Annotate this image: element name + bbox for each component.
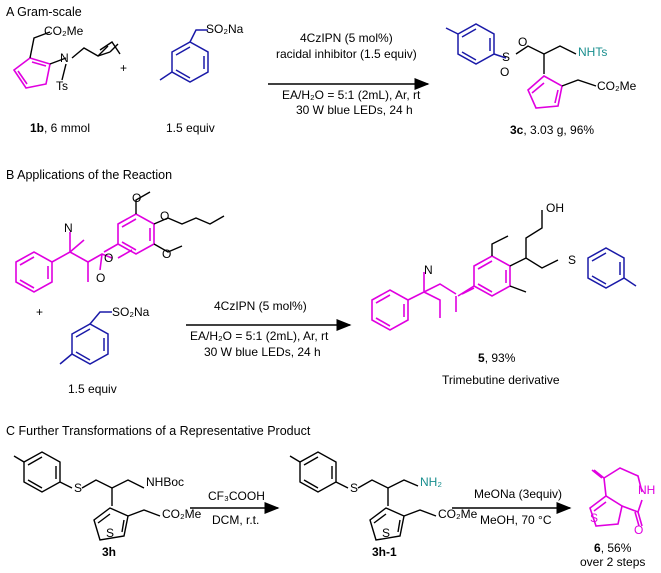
product-3c-oxygen-1: O <box>518 35 528 49</box>
condition-a-inhibitor: racidal inhibitor (1.5 equiv) <box>276 47 417 61</box>
butenyloxy-oxygen: O <box>160 209 170 223</box>
compound-3h-ester: CO₂Me <box>162 507 202 521</box>
methoxy-oxygen-1: O <box>132 191 142 205</box>
compound-3h-1-label: 3h-1 <box>372 545 397 559</box>
sulfinate-equiv-a: 1.5 equiv <box>166 121 215 135</box>
compound-3h-1-sulfur: S <box>350 481 359 495</box>
compound-6-caption: 6, 56% <box>594 541 632 555</box>
nhboc-label: NHBoc <box>146 475 185 489</box>
trimebutine-phenyl <box>15 232 133 293</box>
condition-a-catalyst: 4CzIPN (5 mol%) <box>300 31 393 45</box>
product-5-hydroxyl: OH <box>546 201 564 215</box>
amine-label: NH₂ <box>420 475 442 489</box>
product-5-sulfur: S <box>568 253 577 267</box>
condition-c2-solvent: MeOH, 70 °C <box>480 513 552 527</box>
product-5-name: Trimebutine derivative <box>442 373 560 387</box>
nitrogen-label-1b: N <box>60 51 69 65</box>
section-c-title: C Further Transformations of a Represent… <box>6 424 311 438</box>
compound-6-structure <box>589 467 643 527</box>
lactam-nh-label: NH <box>638 483 656 497</box>
plus-sign-b: + <box>36 305 44 319</box>
condition-b-catalyst: 4CzIPN (5 mol%) <box>214 299 307 313</box>
product-3c-nhts-label: NHTs <box>578 45 608 59</box>
compound-3h-1-tolyl <box>289 451 437 541</box>
condition-c1-acid: CF₃COOH <box>208 489 265 503</box>
carbonyl-oxygen-label: O <box>96 271 106 285</box>
condition-b-solvent: EA/H₂O = 5:1 (2mL), Ar, rt <box>190 329 329 343</box>
compound-6-note: over 2 steps <box>580 555 646 569</box>
condition-a-light: 30 W blue LEDs, 24 h <box>296 103 413 117</box>
section-b-title: B Applications of the Reaction <box>6 168 173 182</box>
lactam-oxygen: O <box>634 523 644 537</box>
product-3c-tolyl <box>445 23 507 65</box>
product-5-phenyl <box>371 272 475 331</box>
plus-sign-a: + <box>120 61 128 75</box>
product-5-tolyl <box>587 247 637 289</box>
condition-c1-solvent: DCM, r.t. <box>212 513 260 527</box>
section-a-title: A Gram-scale <box>6 5 82 19</box>
thiophene-1b-structure <box>12 57 51 89</box>
product-3c-sulfur: S <box>502 50 511 64</box>
compound-3h-sulfur: S <box>74 481 83 495</box>
product-5-aryl <box>455 255 511 312</box>
methoxy-oxygen-2: O <box>162 247 172 261</box>
product-5-nme2-nitrogen: N <box>424 263 433 277</box>
condition-b-light: 30 W blue LEDs, 24 h <box>204 345 321 359</box>
ester-oxygen-label: O <box>104 251 114 265</box>
sulfinate-equiv-b: 1.5 equiv <box>68 382 117 396</box>
tosyl-label-1b: Ts <box>56 79 68 93</box>
condition-a-solvent: EA/H₂O = 5:1 (2mL), Ar, rt <box>282 88 421 102</box>
compound-3h-1-thiophene-sulfur: S <box>382 526 391 540</box>
compound-3h-label: 3h <box>102 545 117 559</box>
product-3c-ester-label: CO₂Me <box>597 79 637 93</box>
compound-6-sulfur: S <box>590 511 599 525</box>
product-3c-oxygen-2: O <box>500 65 510 79</box>
ester-label-1b: CO₂Me <box>44 24 84 38</box>
product-3c-caption: 3c, 3.03 g, 96% <box>510 123 595 137</box>
nme2-nitrogen-label: N <box>64 221 73 235</box>
compound-3h-tolyl <box>13 451 161 541</box>
compound-3h-thiophene-sulfur: S <box>106 526 115 540</box>
product-3c-thiophene <box>527 75 563 109</box>
sulfinate-label-a: SO₂Na <box>206 22 244 36</box>
compound-3h-1-ester: CO₂Me <box>438 507 478 521</box>
condition-c2-base: MeONa (3equiv) <box>474 487 563 501</box>
compound-1b-label: 1b, 6 mmol <box>30 121 91 135</box>
product-5-caption: 5, 93% <box>478 351 516 365</box>
sodium-sulfinate-a-structure <box>159 29 209 83</box>
sodium-sulfinate-b-structure <box>59 311 112 365</box>
sulfinate-label-b: SO₂Na <box>112 305 150 319</box>
